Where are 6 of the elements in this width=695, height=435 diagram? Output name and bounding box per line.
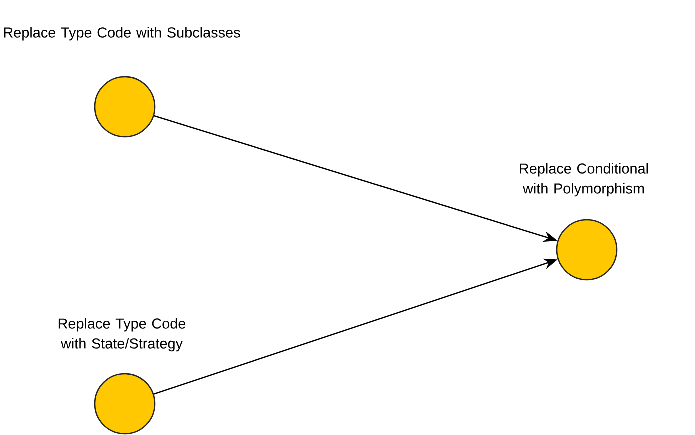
circle-node: Replace Conditional with Polymorphism — [520, 163, 648, 281]
node-label: Replace Type Code with State/Strategy — [58, 318, 186, 352]
node-label: Replace Type Code with Subclasses — [4, 27, 240, 41]
circle-node: Replace Type Code with State/Strategy — [58, 318, 186, 435]
circle-node: Replace Type Code with Subclasses — [4, 27, 240, 138]
node-label: Replace Conditional with Polymorphism — [520, 163, 648, 197]
